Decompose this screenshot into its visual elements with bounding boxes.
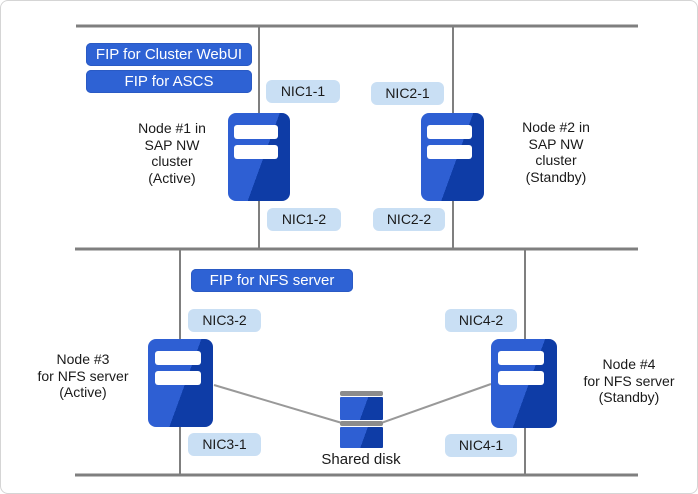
shared-disk-to-node4-line [380, 383, 492, 424]
nic1-1-label: NIC1-1 [266, 80, 340, 103]
node3-server-icon [148, 339, 213, 427]
nic3-1-label: NIC3-1 [188, 433, 261, 456]
disk-platter [340, 397, 383, 420]
server-slot-bar [154, 371, 201, 385]
nic2-2-label: NIC2-2 [373, 208, 445, 231]
node1-label: Node #1 in SAP NW cluster (Active) [138, 120, 206, 186]
nic4-1-label: NIC4-1 [445, 434, 517, 457]
nic2-1-label: NIC2-1 [371, 82, 444, 105]
node3-to-shared-disk-line [213, 384, 343, 424]
server-slot-bar [427, 125, 473, 139]
fip-nfs-server-badge: FIP for NFS server [191, 269, 353, 292]
server-slot-bar [234, 145, 279, 159]
node1-server-icon [228, 113, 290, 201]
shared-disk-icon [340, 391, 383, 449]
nic1-2-label: NIC1-2 [267, 208, 341, 231]
node4-server-icon [491, 339, 557, 428]
nic3-2-label: NIC3-2 [188, 309, 261, 332]
server-slot-bar [497, 371, 545, 385]
node3-label: Node #3 for NFS server (Active) [37, 351, 129, 400]
server-slot-bar [234, 125, 279, 139]
server-slot-bar [154, 351, 201, 365]
node2-label: Node #2 in SAP NW cluster (Standby) [522, 119, 590, 185]
server-slot-bar [497, 351, 545, 365]
nic4-2-label: NIC4-2 [445, 309, 517, 332]
fip-cluster-webui-badge: FIP for Cluster WebUI [86, 43, 252, 66]
fip-ascs-badge: FIP for ASCS [86, 70, 252, 93]
disk-cap [340, 421, 383, 426]
node4-label: Node #4 for NFS server (Standby) [583, 356, 675, 405]
disk-cap [340, 391, 383, 396]
shared-disk-label: Shared disk [321, 451, 401, 468]
server-slot-bar [427, 145, 473, 159]
disk-platter [340, 427, 383, 448]
node2-server-icon [421, 113, 484, 201]
